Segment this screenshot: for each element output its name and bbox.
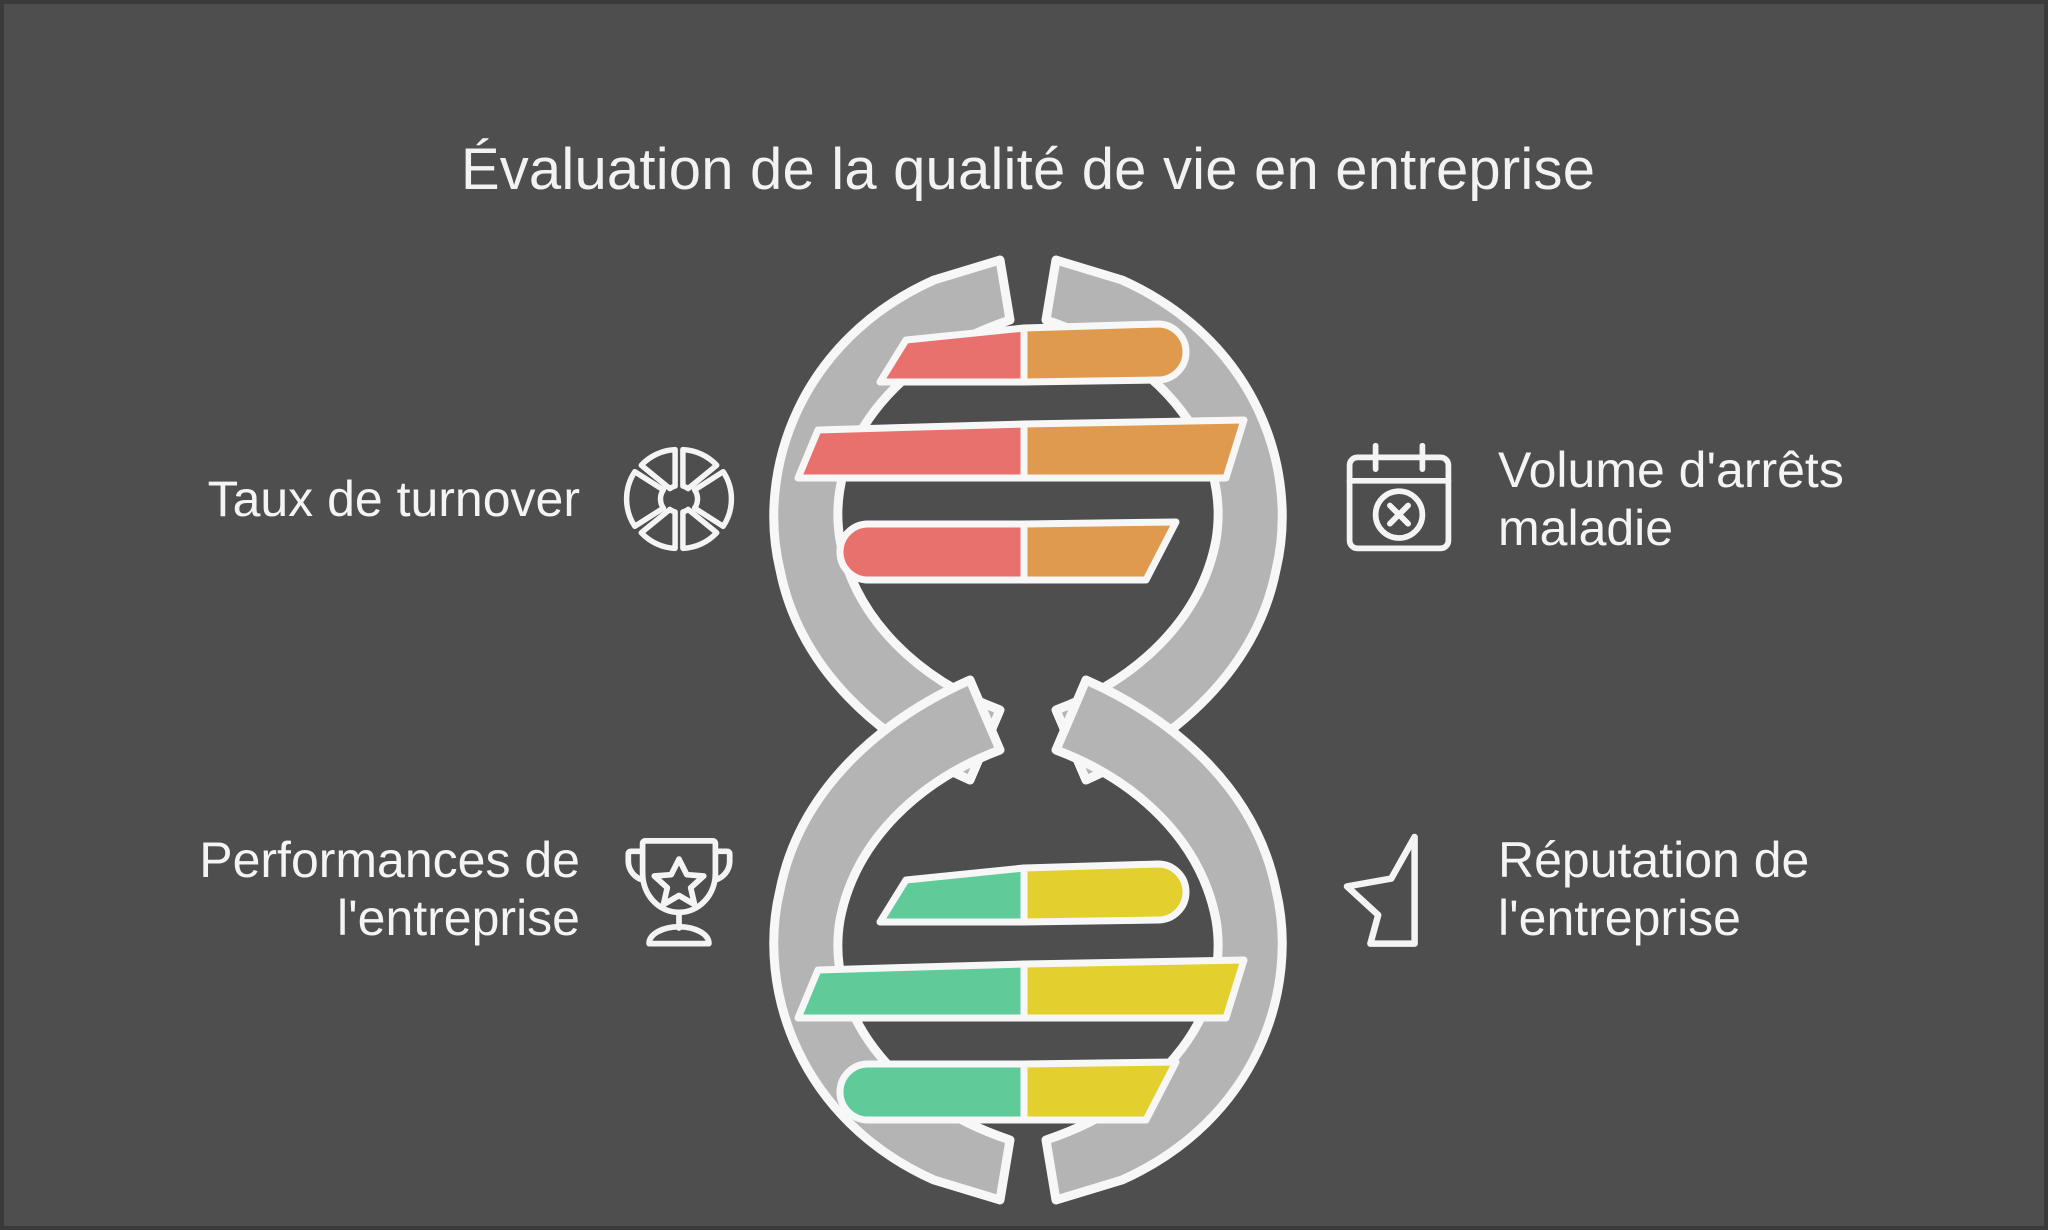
- dna-rung-lower-2: [794, 956, 1248, 1022]
- page-title: Évaluation de la qualité de vie en entre…: [460, 137, 1596, 202]
- dna-rung-upper-3: [836, 518, 1180, 584]
- feature-reputation-label: Réputation de l'entreprise: [1498, 832, 1810, 946]
- calendar-cross-icon: [1334, 434, 1464, 564]
- dna-rung-lower-1: [876, 860, 1190, 926]
- feature-turnover[interactable]: Taux de turnover: [44, 424, 744, 574]
- feature-reputation[interactable]: Réputation de l'entreprise: [1334, 804, 2024, 974]
- feature-performance[interactable]: Performances de l'entreprise: [44, 804, 744, 974]
- feature-sick-leave[interactable]: Volume d'arrêts maladie: [1334, 414, 2024, 584]
- feature-turnover-label: Taux de turnover: [207, 471, 580, 527]
- half-star-icon: [1334, 824, 1464, 954]
- dna-rungs-overlay: [794, 320, 1248, 1124]
- feature-performance-label: Performances de l'entreprise: [199, 832, 580, 946]
- segmented-donut-icon: [614, 434, 744, 564]
- feature-sick-leave-label: Volume d'arrêts maladie: [1498, 442, 1844, 556]
- trophy-icon: [614, 824, 744, 954]
- dna-rung-upper-2: [794, 416, 1248, 482]
- dna-rung-lower-3: [836, 1058, 1180, 1124]
- dna-rung-upper-1: [876, 320, 1190, 386]
